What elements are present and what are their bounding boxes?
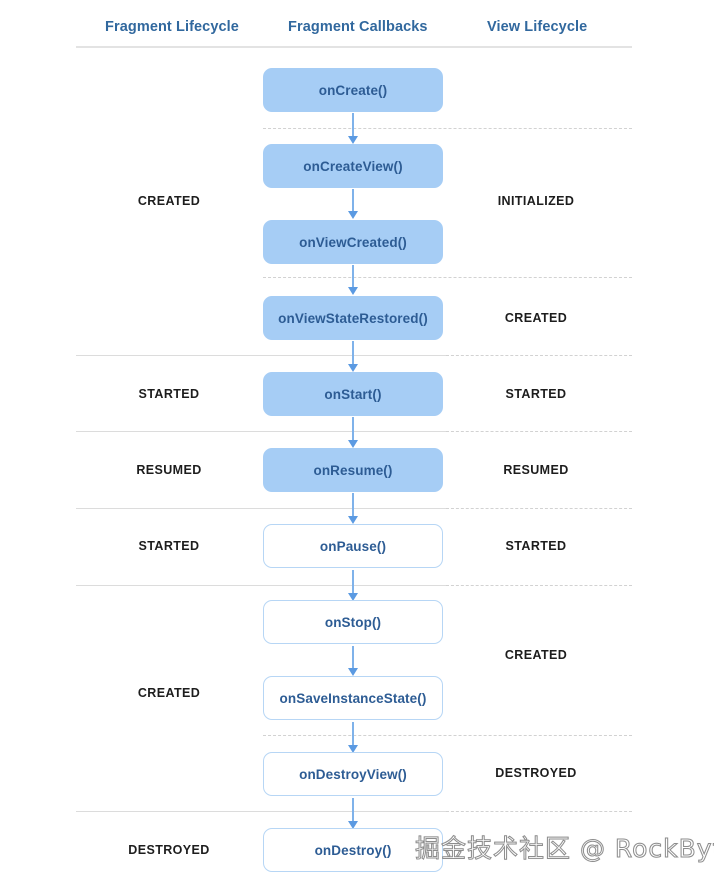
divider-dashed-4 (446, 431, 632, 432)
fragment-state-started-1: STARTED (138, 387, 200, 401)
arrow-onviewstaterestored-to-onstart (348, 341, 358, 372)
fragment-state-created-2: CREATED (137, 686, 201, 700)
divider-dashed-3 (446, 355, 632, 356)
divider-solid-3 (76, 355, 446, 356)
arrow-oncreateview-to-onviewcreated (348, 189, 358, 219)
fragment-state-started-2: STARTED (138, 539, 200, 553)
view-state-destroyed: DESTROYED (495, 766, 577, 780)
view-state-created-2: CREATED (504, 648, 568, 662)
divider-dashed-8 (446, 811, 632, 812)
arrow-onviewcreated-to-onviewstaterestored (348, 265, 358, 295)
divider-dashed-5 (446, 508, 632, 509)
callback-box-oncreate[interactable]: onCreate() (263, 68, 443, 112)
view-state-started-2: STARTED (505, 539, 567, 553)
callback-box-onresume[interactable]: onResume() (263, 448, 443, 492)
view-state-created-1: CREATED (504, 311, 568, 325)
divider-dashed-1 (263, 128, 632, 129)
column-header-fragment-lifecycle: Fragment Lifecycle (105, 19, 239, 35)
arrow-onresume-to-onpause (348, 493, 358, 524)
callback-box-onviewcreated[interactable]: onViewCreated() (263, 220, 443, 264)
divider-dashed-2 (263, 277, 632, 278)
column-header-view-lifecycle: View Lifecycle (487, 19, 588, 35)
arrow-ondestroyview-to-ondestroy (348, 798, 358, 829)
divider-solid-5 (76, 508, 446, 509)
callback-box-onstop[interactable]: onStop() (263, 600, 443, 644)
divider-dashed-7 (263, 735, 632, 736)
view-state-resumed: RESUMED (503, 463, 569, 477)
view-state-started-1: STARTED (505, 387, 567, 401)
fragment-state-resumed: RESUMED (136, 463, 202, 477)
arrow-onstart-to-onresume (348, 417, 358, 448)
header-divider (76, 46, 632, 48)
callback-box-ondestroyview[interactable]: onDestroyView() (263, 752, 443, 796)
watermark-text: 掘金技术社区 @ RockByte (415, 834, 714, 864)
divider-solid-4 (76, 431, 446, 432)
column-header-fragment-callbacks: Fragment Callbacks (288, 19, 428, 35)
arrow-onpause-to-onstop (348, 570, 358, 601)
fragment-state-destroyed: DESTROYED (128, 843, 210, 857)
fragment-state-created-1: CREATED (137, 194, 201, 208)
divider-solid-8 (76, 811, 446, 812)
callback-box-ondestroy[interactable]: onDestroy() (263, 828, 443, 872)
callback-box-onsaveinstancestate[interactable]: onSaveInstanceState() (263, 676, 443, 720)
callback-box-onpause[interactable]: onPause() (263, 524, 443, 568)
arrow-onsaveinstancestate-to-ondestroyview (348, 722, 358, 753)
arrow-onstop-to-onsaveinstancestate (348, 646, 358, 676)
view-state-initialized: INITIALIZED (497, 194, 575, 208)
divider-solid-6 (76, 585, 446, 586)
callback-box-onviewstaterestored[interactable]: onViewStateRestored() (263, 296, 443, 340)
callback-box-oncreateview[interactable]: onCreateView() (263, 144, 443, 188)
callback-box-onstart[interactable]: onStart() (263, 372, 443, 416)
arrow-oncreate-to-oncreateview (348, 113, 358, 144)
divider-dashed-6 (446, 585, 632, 586)
